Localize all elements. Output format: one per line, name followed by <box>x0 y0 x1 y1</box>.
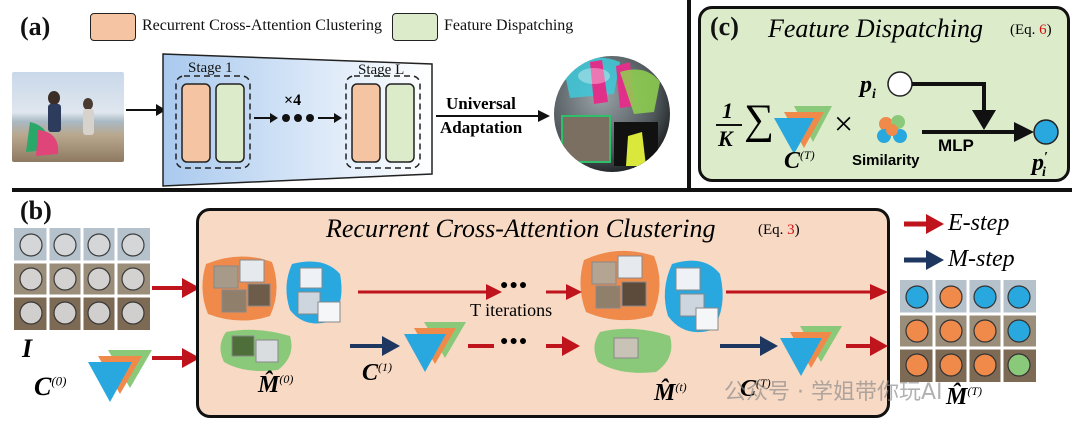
arrows-into-rcac <box>152 278 200 368</box>
mt-sup: (t) <box>675 380 687 394</box>
p-i-prime-mark: ′ <box>1044 150 1048 165</box>
panel-c-eq-suffix: ) <box>1046 22 1052 38</box>
input-beach-photo <box>12 72 124 162</box>
panel-c-eq-prefix: (Eq. <box>1010 22 1040 38</box>
iteration-arrows <box>350 284 888 356</box>
p-i-sub: i <box>872 86 876 102</box>
c0-sup: (0) <box>51 373 67 389</box>
similarity-blob-icon <box>877 115 907 143</box>
rcac-eq-prefix: (Eq. <box>758 222 788 238</box>
repeat-label: ×4 <box>284 92 302 109</box>
t-iterations-label: T iterations <box>470 300 553 320</box>
panel-c-eq: (Eq. 6) <box>1010 22 1052 39</box>
dots-top: ●●● <box>500 278 529 293</box>
panel-c-label: (c) <box>710 12 739 41</box>
adaptation-label-2: Adaptation <box>440 118 523 137</box>
cluster-blobs-m0 <box>202 256 342 371</box>
p-i-prime-sub: i <box>1041 164 1046 180</box>
encoder-block <box>162 53 433 187</box>
panel-c-C-letter: C <box>784 148 801 174</box>
times-symbol: × <box>834 106 854 143</box>
rcac-eq-num: 3 <box>787 222 795 238</box>
watermark-text: 公众号 · 学姐带你玩AI <box>724 380 943 405</box>
mt-output-label: M̂(T) <box>946 384 982 411</box>
panel-c-C: C(T) <box>784 148 815 175</box>
mt-output-sup: (T) <box>967 384 983 398</box>
panel-a-label: (a) <box>20 12 51 41</box>
panoramic-sphere-output <box>554 56 670 172</box>
c1-letter: C <box>362 360 379 386</box>
divider-horizontal <box>12 188 1072 192</box>
c0-letter: C <box>34 372 52 401</box>
p-i-label: pi <box>860 72 876 103</box>
e-step-arrow-icon <box>904 214 944 234</box>
ct-sup: (T) <box>756 376 771 390</box>
c0-label: C(0) <box>34 372 67 402</box>
m-step-arrow-icon <box>904 250 944 270</box>
mt-label: M̂(t) <box>654 380 687 407</box>
similarity-label: Similarity <box>852 152 920 169</box>
input-I-label: I <box>22 334 33 363</box>
c1-label: C(1) <box>362 360 392 387</box>
frac-numerator: 1 <box>722 98 733 123</box>
initial-centers-icon <box>88 350 152 402</box>
rcac-eq: (Eq. 3) <box>758 222 800 239</box>
p-i-letter: p <box>860 72 872 98</box>
panel-c-title: Feature Dispatching <box>768 14 983 43</box>
frac-bar <box>716 124 742 126</box>
panel-b-label: (b) <box>20 196 52 225</box>
m0-label: M̂(0) <box>258 372 293 399</box>
arrow-adaptation <box>436 110 550 122</box>
arrow-input-to-encoder <box>126 104 166 116</box>
m0-letter: M̂ <box>258 372 280 398</box>
panel-c-eq-num: 6 <box>1039 22 1047 38</box>
divider-vertical <box>687 0 691 188</box>
legend-rcac-swatch <box>90 13 136 41</box>
mlp-label: MLP <box>938 136 974 155</box>
stage-l-title: Stage L <box>358 62 405 78</box>
c1-centers-icon <box>404 322 466 372</box>
mt-output-letter: M̂ <box>946 384 968 410</box>
rcac-title: Recurrent Cross-Attention Clustering <box>326 214 716 243</box>
output-assignment-grid <box>900 280 1036 382</box>
rcac-eq-suffix: ) <box>794 222 800 238</box>
e-step-label: E-step <box>948 210 1010 236</box>
cluster-centers-icon <box>774 106 832 154</box>
legend-fd-text: Feature Dispatching <box>444 17 574 34</box>
mt-letter: M̂ <box>654 380 676 406</box>
frac-denominator: K <box>718 126 733 151</box>
cluster-blobs-mt <box>580 250 723 373</box>
dots-bottom: ●●● <box>500 334 529 349</box>
c1-sup: (1) <box>378 360 393 374</box>
stage-1-title: Stage 1 <box>188 60 233 76</box>
legend-rcac-text: Recurrent Cross-Attention Clustering <box>142 17 382 34</box>
legend-fd-swatch <box>392 13 438 41</box>
sum-symbol: ∑ <box>744 97 774 143</box>
ct-label: C(T) <box>740 376 771 403</box>
ct-centers-icon <box>780 326 842 376</box>
m-step-label: M-step <box>948 246 1015 272</box>
adaptation-label-1: Universal <box>446 94 516 113</box>
dispatch-flow <box>887 71 1059 145</box>
ct-letter: C <box>740 376 757 402</box>
m0-sup: (0) <box>279 372 294 386</box>
panel-c-C-sup: (T) <box>800 148 815 162</box>
input-patch-grid <box>14 228 150 330</box>
feature-dispatching-panel <box>698 6 1070 182</box>
p-i-prime-letter: p <box>1032 150 1044 176</box>
p-i-prime-label: p′i <box>1032 150 1048 181</box>
